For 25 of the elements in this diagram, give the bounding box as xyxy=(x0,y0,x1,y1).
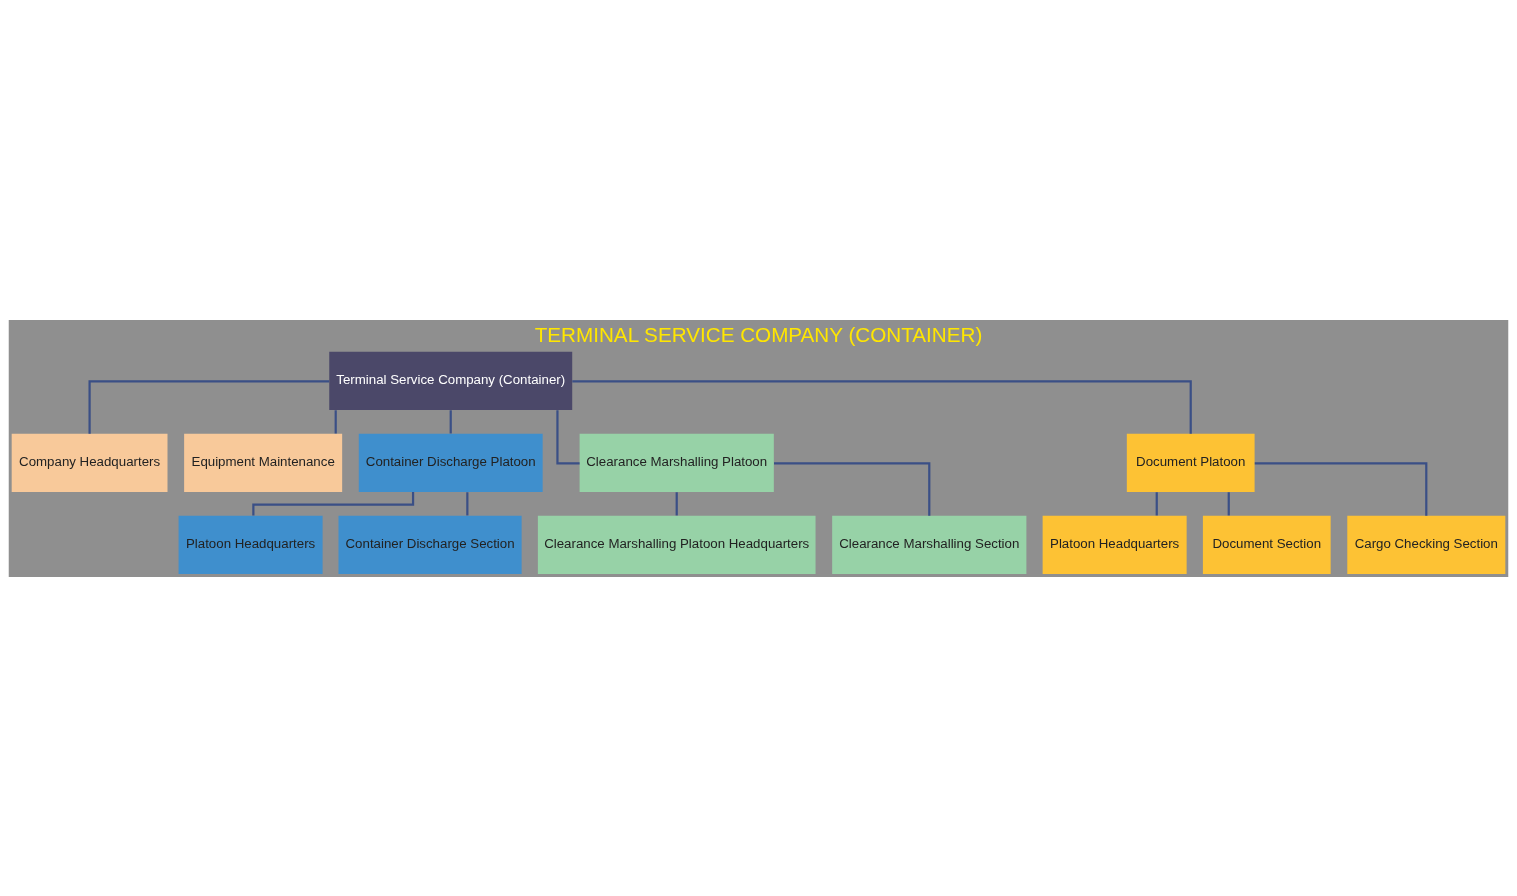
node-box: Platoon Headquarters xyxy=(1042,515,1187,574)
node-box: Terminal Service Company (Container) xyxy=(329,351,573,410)
node-box: Cargo Checking Section xyxy=(1347,515,1506,574)
connector xyxy=(88,379,330,434)
diagram-title: TERMINAL SERVICE COMPANY (CONTAINER) xyxy=(534,322,983,346)
connector xyxy=(675,491,678,515)
connector xyxy=(466,491,469,515)
node-box: Document Section xyxy=(1202,515,1331,574)
connector xyxy=(1155,491,1158,515)
node-box: Clearance Marshalling Platoon Headquarters xyxy=(537,515,816,574)
connector xyxy=(449,409,452,433)
node-box: Container Discharge Platoon xyxy=(358,433,543,492)
connector xyxy=(252,491,415,516)
node-box: Clearance Marshalling Platoon xyxy=(579,433,774,492)
node-box: Clearance Marshalling Section xyxy=(832,515,1027,574)
connector xyxy=(572,379,1192,434)
connector xyxy=(774,461,931,516)
node-box: Document Platoon xyxy=(1126,433,1255,492)
node-box: Container Discharge Section xyxy=(338,515,522,574)
connector xyxy=(1254,461,1428,516)
node-box: Equipment Maintenance xyxy=(184,433,343,492)
connector xyxy=(1227,491,1230,515)
node-box: Company Headquarters xyxy=(11,433,168,492)
node-box: Platoon Headquarters xyxy=(178,515,323,574)
connector xyxy=(334,409,337,433)
